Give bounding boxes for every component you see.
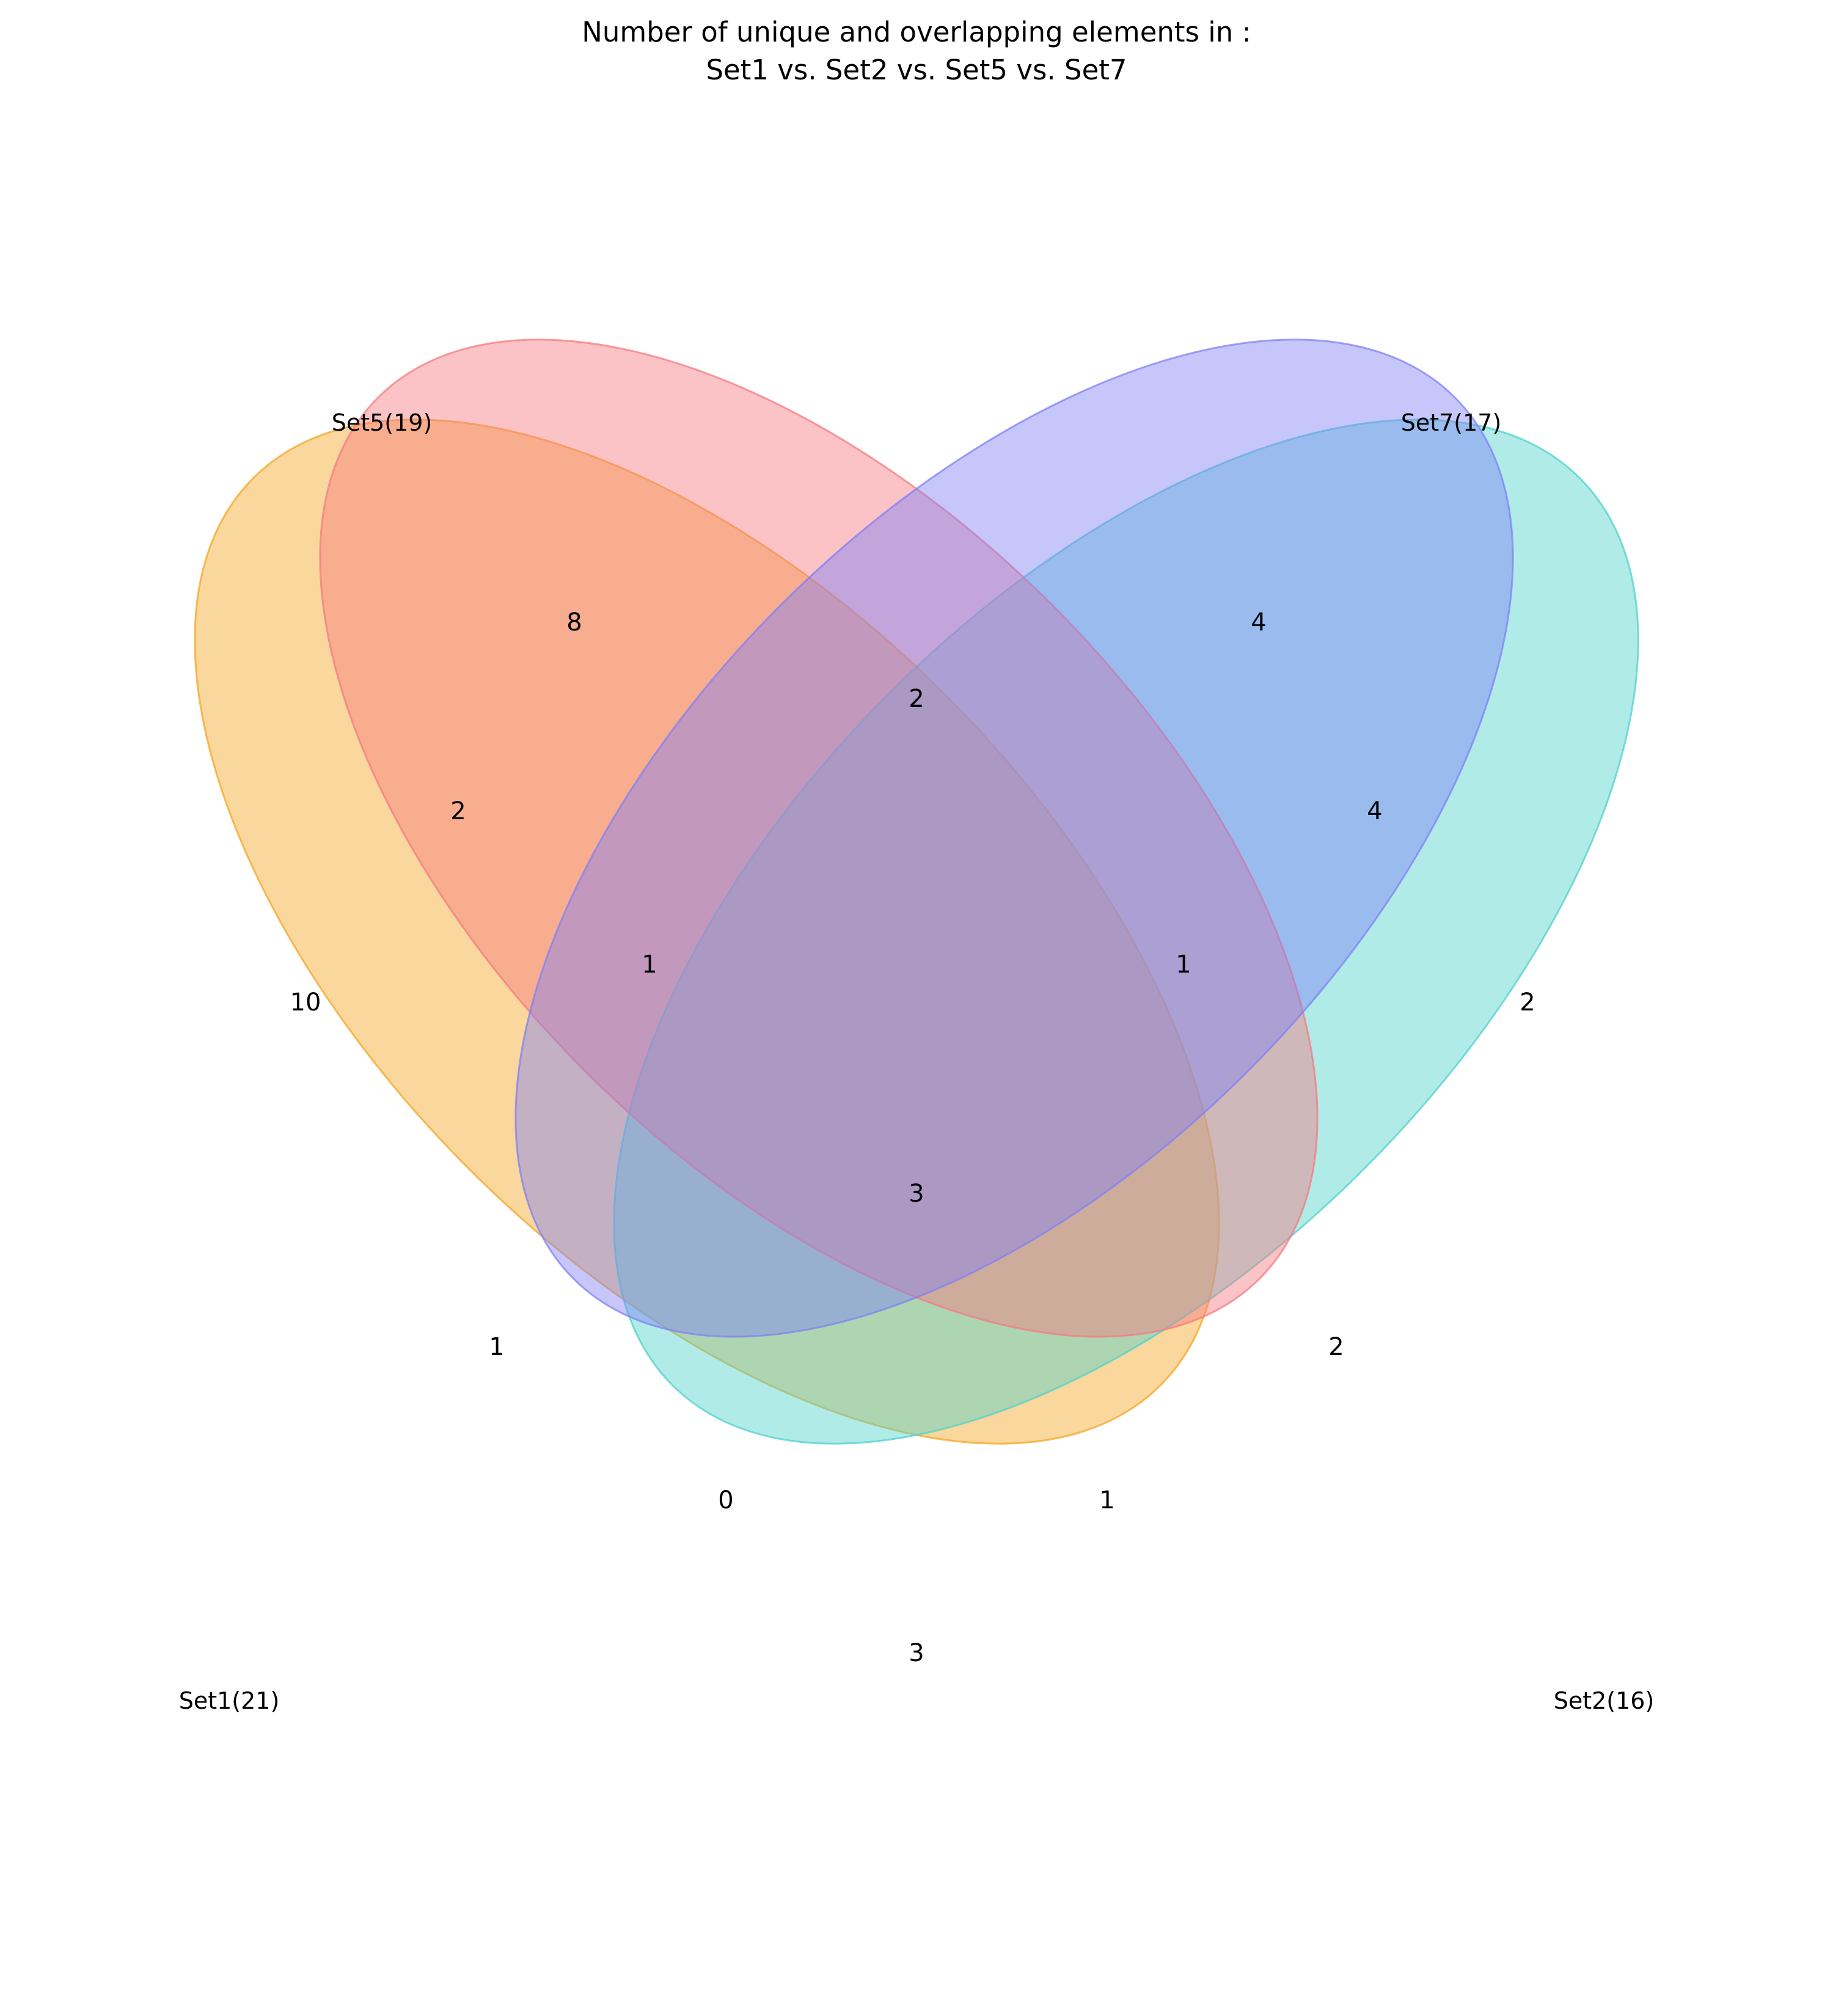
set-label-set7: Set7(17): [1401, 409, 1502, 436]
ellipse-set7: [514, 338, 1514, 1338]
region-count-set1-set5: 2: [450, 797, 466, 825]
region-count-set1: 10: [290, 988, 321, 1017]
region-count-set1-set2-set5: 1: [1099, 1486, 1114, 1514]
region-count-set1-set2-set5-set7: 3: [909, 1180, 924, 1208]
title-line-1: Number of unique and overlapping element…: [582, 16, 1251, 48]
set-label-set2: Set2(16): [1554, 1687, 1655, 1714]
chart-title: Number of unique and overlapping element…: [582, 16, 1251, 86]
region-count-set2: 2: [1520, 988, 1535, 1017]
region-count-set7: 4: [1251, 608, 1266, 637]
set-label-set5: Set5(19): [332, 409, 433, 436]
ellipse-set5: [319, 338, 1319, 1338]
region-count-set1-set2-set7: 0: [718, 1486, 733, 1514]
ellipse-set1: [194, 418, 1220, 1445]
region-count-set1-set5-set7: 1: [642, 951, 657, 979]
region-count-set5: 8: [566, 608, 582, 637]
set-label-set1: Set1(21): [179, 1687, 280, 1714]
region-count-set2-set5-set7: 1: [1176, 951, 1191, 979]
region-count-set1-set2: 3: [909, 1639, 924, 1667]
region-counts: 8 4 2 2 4 1 1 10 2 3 1 2 0 1 3: [290, 608, 1535, 1667]
region-count-set5-set7: 2: [909, 685, 924, 713]
title-line-2: Set1 vs. Set2 vs. Set5 vs. Set7: [706, 54, 1127, 86]
set-ellipses: [194, 338, 1639, 1445]
region-count-set2-set5: 2: [1328, 1333, 1344, 1361]
set-labels: Set1(21) Set2(16) Set5(19) Set7(17): [179, 409, 1655, 1714]
ellipse-set2: [613, 418, 1639, 1445]
region-count-set1-set7: 1: [489, 1333, 504, 1361]
region-count-set2-set7: 4: [1367, 797, 1382, 825]
